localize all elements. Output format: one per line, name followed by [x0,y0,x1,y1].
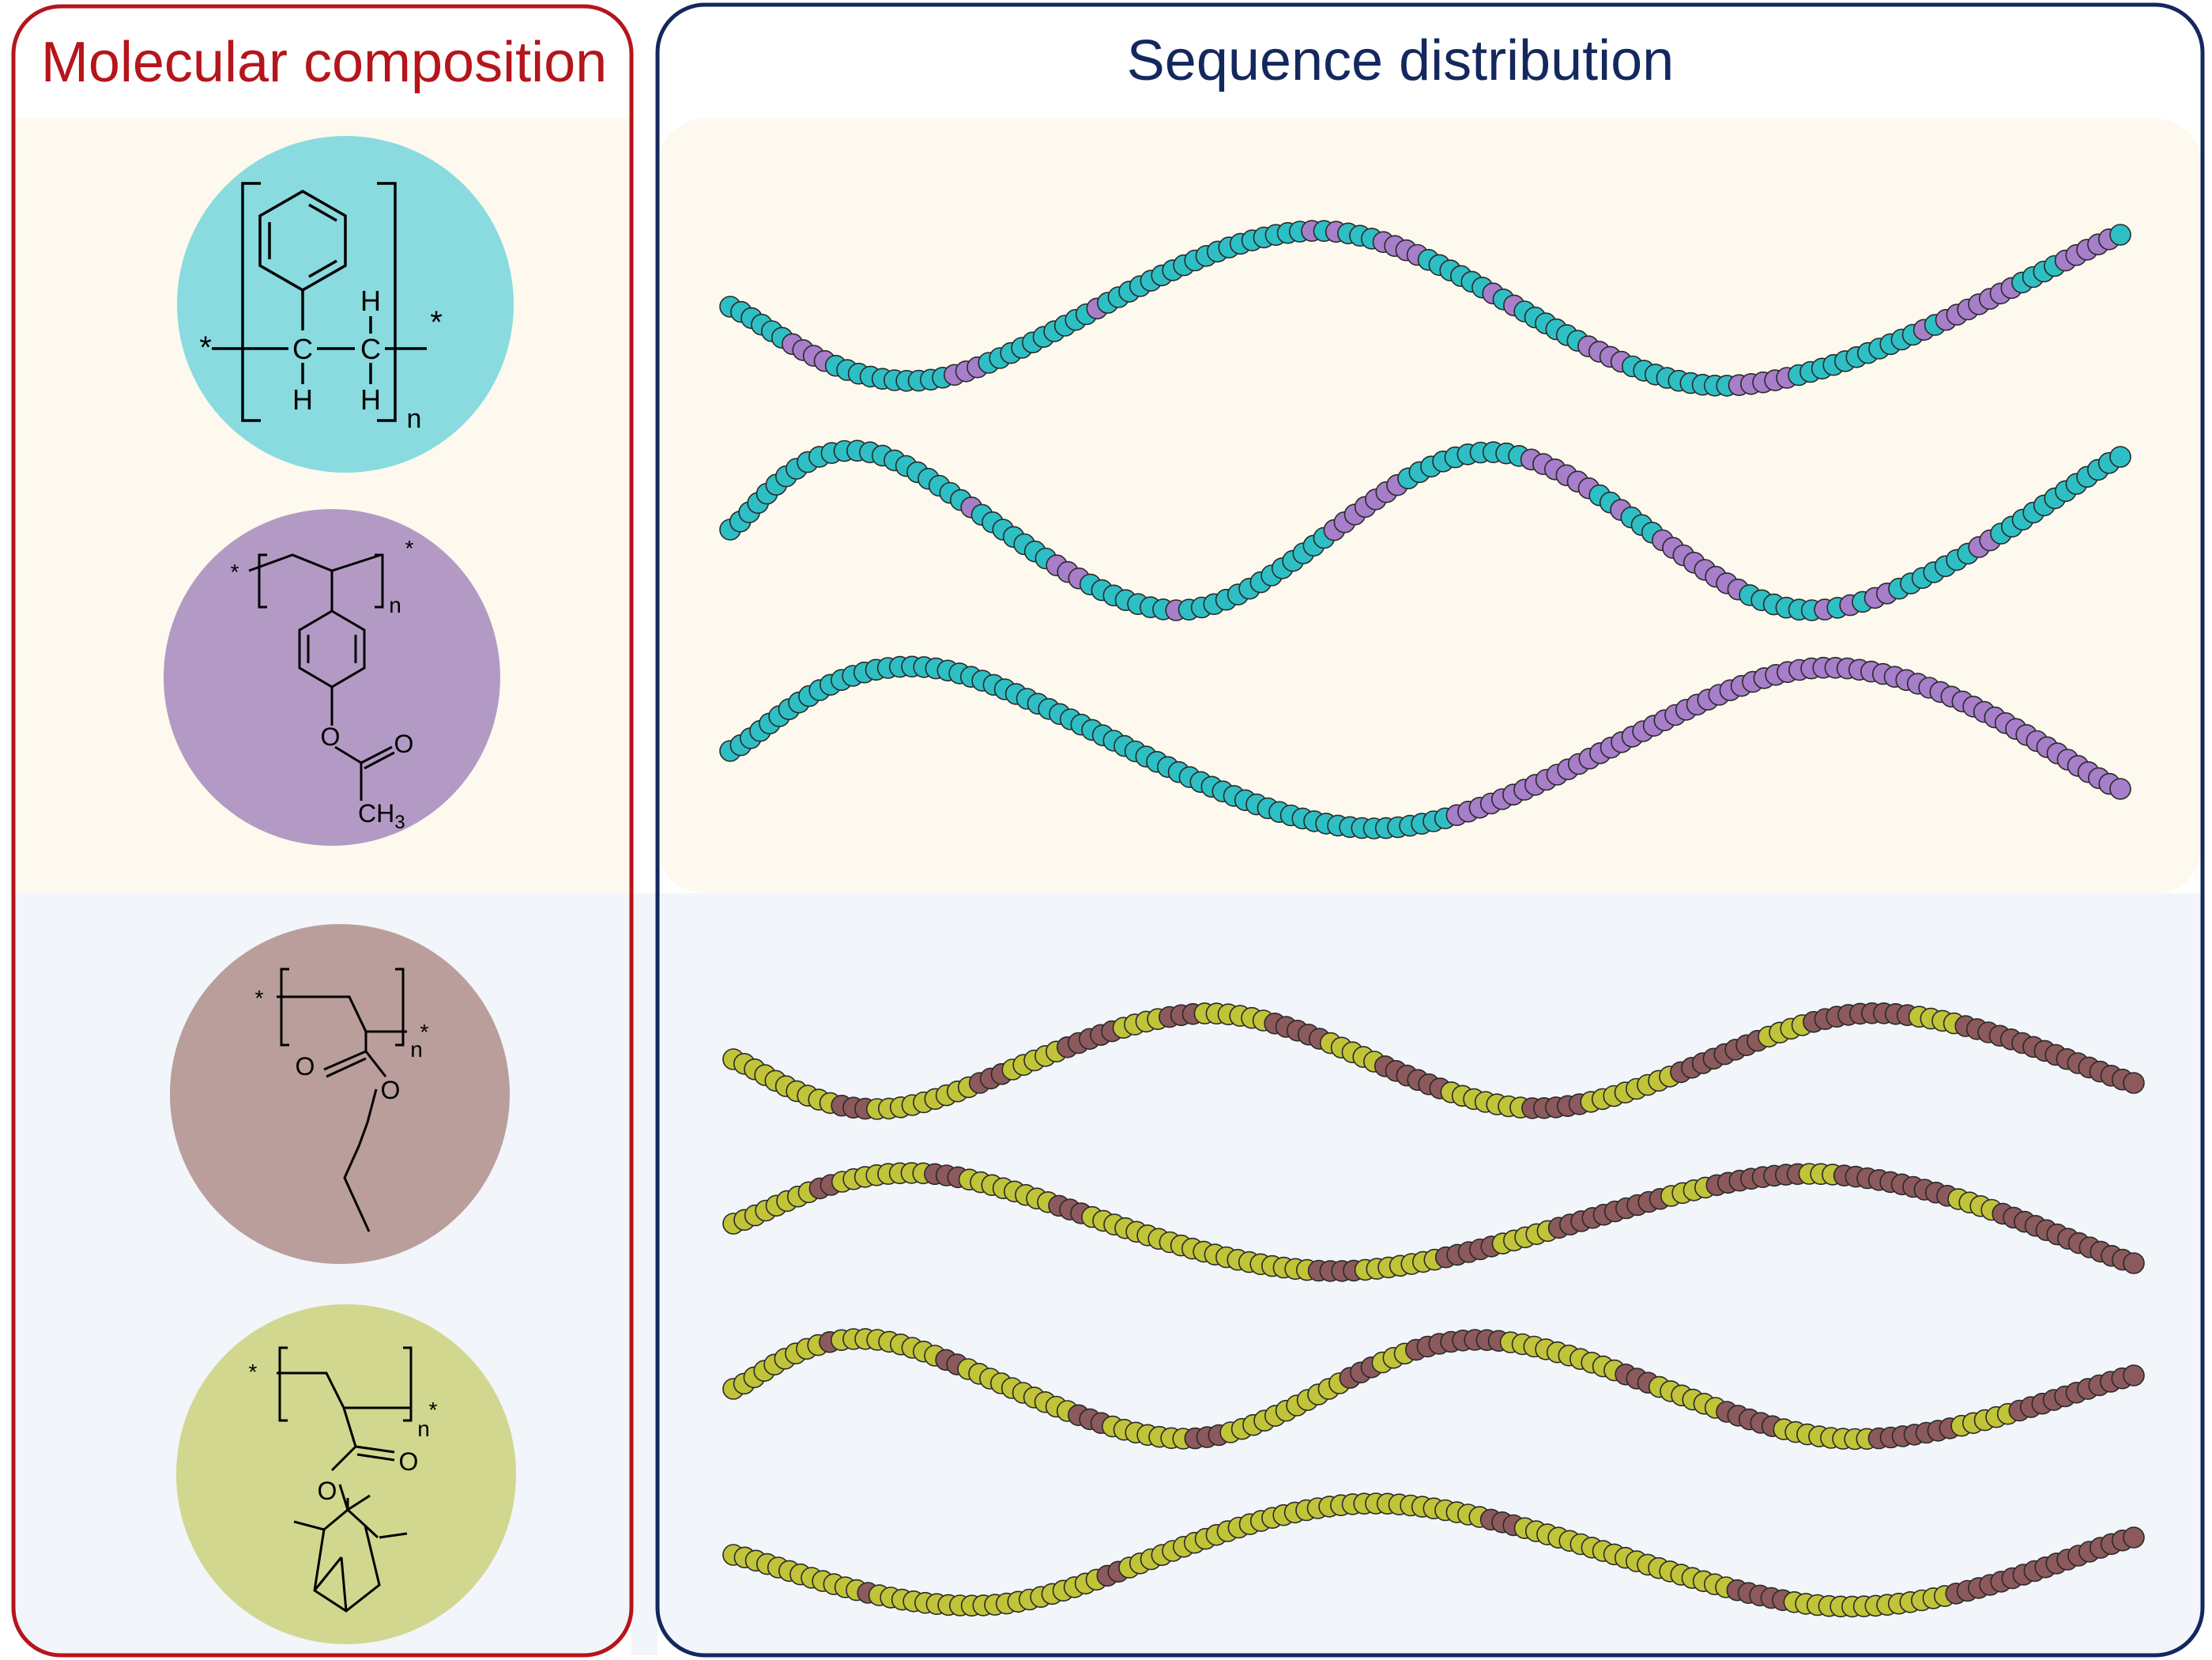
isobornyl-acrylate-n: n [417,1417,430,1441]
butyl-acrylate-n: n [410,1037,423,1062]
styrene-c1: C [292,333,313,365]
left-panel-frame [11,4,634,1658]
monomer-isobornyl-acrylate: * * n O O [176,1304,516,1644]
band-bottom-mid [631,893,658,1655]
isobornyl-acrylate-o-ester: O [318,1477,337,1505]
chain-6 [722,1328,2145,1451]
chain-7 [722,1492,2145,1618]
acetoxystyrene-structure [248,553,395,801]
acetoxystyrene-star-right: * [405,536,414,560]
monomer-bead [2123,1072,2145,1094]
styrene-h2: H [360,285,381,317]
chain-3 [719,655,2131,839]
band-bottom-right [658,893,2203,1655]
isobornyl-acrylate-circle [176,1304,516,1644]
acetoxystyrene-ch3: CH3 [358,799,405,833]
butyl-acrylate-o-ester: O [381,1076,401,1104]
isobornyl-acrylate-structure [277,1346,413,1613]
acetoxystyrene-n: n [389,593,401,617]
acetoxystyrene-star-left: * [231,560,239,584]
left-panel-title: Molecular composition [41,31,607,94]
styrene-n: n [407,404,422,434]
isobornyl-acrylate-star-right: * [429,1398,438,1422]
acetoxystyrene-circle [164,509,500,846]
butyl-acrylate-structure [277,968,407,1232]
styrene-circle [177,136,514,473]
acetoxystyrene-o-ester: O [321,722,341,751]
acetoxystyrene-ch3-main: CH [358,799,394,828]
chain-5 [722,1162,2145,1282]
monomer-butyl-acrylate: * * n O O [170,924,510,1264]
isobornyl-acrylate-star-left: * [249,1360,258,1384]
right-panel-frame [655,2,2205,1658]
monomer-acetoxystyrene: * * n O O CH3 [164,509,500,846]
monomer-bead [2123,1252,2145,1274]
monomer-bead [2123,1526,2145,1549]
styrene-c2: C [360,333,381,365]
acetoxystyrene-o-carbonyl: O [394,730,414,758]
right-panel-title: Sequence distribution [1127,29,1674,92]
styrene-star-left: * [199,330,212,365]
butyl-acrylate-star-right: * [420,1020,429,1044]
monomer-bead [2109,224,2131,246]
chain-2 [719,440,2131,621]
band-top-right [658,119,2203,893]
styrene-h3: H [360,383,381,416]
butyl-acrylate-o-carbonyl: O [296,1052,315,1081]
acetoxystyrene-ch3-sub: 3 [394,812,405,833]
monomer-bead [2123,1364,2145,1386]
butyl-acrylate-star-left: * [255,986,264,1010]
chain-1 [719,220,2131,397]
isobornyl-acrylate-o-carbonyl: O [399,1447,419,1476]
butyl-acrylate-circle [170,924,510,1264]
monomer-bead [2109,778,2131,800]
chain-4 [722,1002,2145,1120]
monomer-styrene: * * C C H H H n [177,136,514,473]
styrene-h1: H [292,383,313,416]
sequence-chains [719,220,2145,1618]
styrene-structure [212,182,427,422]
monomer-bead [2109,446,2131,468]
styrene-star-right: * [430,305,443,340]
